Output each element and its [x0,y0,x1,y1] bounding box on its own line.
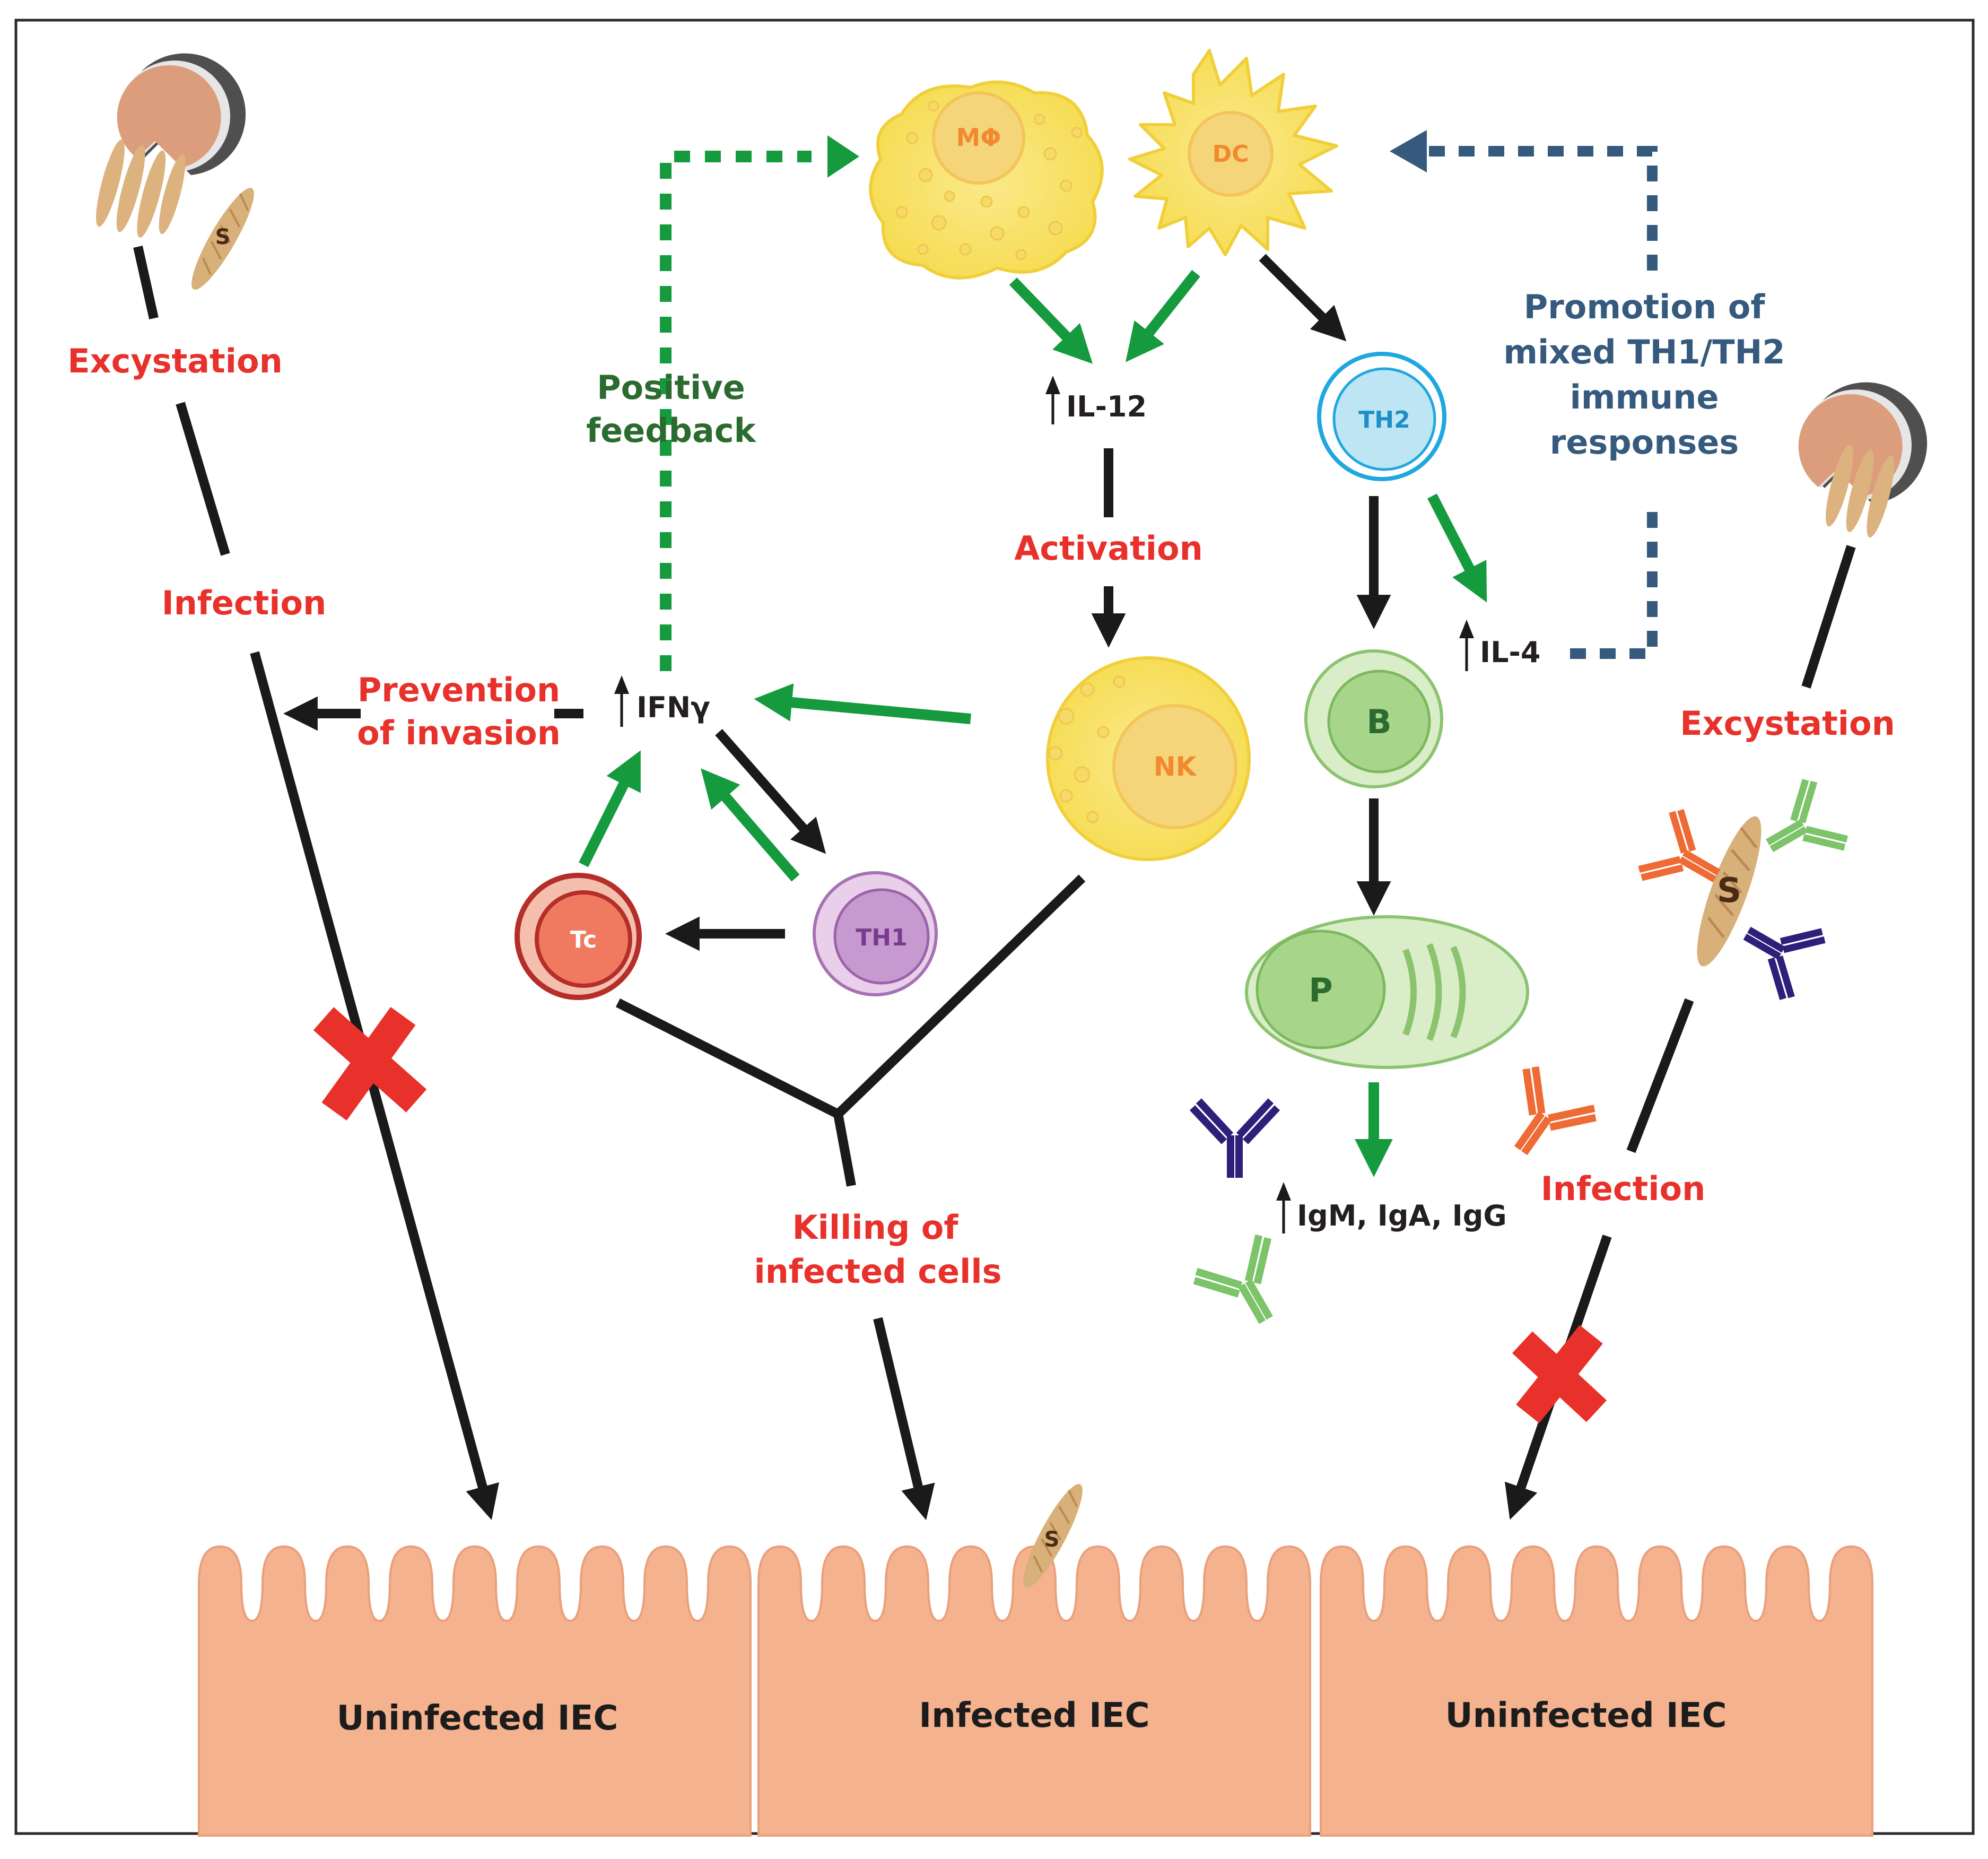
macrophage-cell: MΦ [869,80,1104,280]
dendritic-label: DC [1213,141,1249,168]
antibody-green-icon [1193,1234,1273,1324]
sporozoite-neutralised: S [1697,816,1762,967]
ifng-label: IFNγ [636,691,710,724]
th2-label: TH2 [1358,406,1410,433]
killing-label-2: infected cells [754,1252,1001,1291]
epithelium-left-label: Uninfected IEC [337,1699,618,1738]
ifng-to-th1-arrow [715,729,826,854]
tc-cell: Tc [515,873,642,1000]
tc-label: Tc [570,926,597,953]
promotion-label-2: mixed TH1/TH2 [1503,333,1785,371]
infection-right-label: Infection [1541,1169,1706,1208]
promotion-path-upper [1427,146,1658,271]
nk-label: NK [1154,751,1198,782]
positive-feedback-head [827,135,859,178]
nk-cell: NK [1046,656,1251,861]
sporozoite-infecting: S [1023,1484,1083,1588]
macrophage-label: MΦ [956,123,1001,152]
infection-left-label: Infection [162,584,327,622]
epithelium-middle-label: Infected IEC [919,1696,1149,1735]
promotion-path [1570,509,1658,659]
th1-cell: TH1 [813,871,938,996]
promotion-head [1390,130,1427,172]
epithelium-right-label: Uninfected IEC [1445,1696,1727,1735]
dc-to-il12-arrow [1126,270,1200,362]
prevention-label-2: of invasion [357,714,561,752]
oocyst-right-icon [1798,382,1928,538]
activation-label: Activation [1014,529,1203,568]
dc-to-th2-arrow [1259,254,1347,342]
blocked-x-left [313,1007,427,1120]
epithelium-left [198,1545,752,1837]
b-cell: B [1304,649,1443,788]
killing-stem [833,1113,856,1187]
epithelium-middle [757,1545,1311,1837]
promotion-label-4: responses [1550,423,1739,462]
excystation-right-label: Excystation [1680,704,1895,743]
th2-cell: TH2 [1317,352,1446,481]
b-label: B [1366,702,1391,741]
right-path-segment-2 [1626,998,1694,1153]
tc-to-ifng-arrow [579,750,641,867]
left-path-segment-2 [176,402,230,556]
epithelium-right [1320,1545,1873,1837]
macrophage-to-il12-arrow [1009,277,1093,364]
left-path-segment-1 [133,246,159,319]
antibody-bound-purple [1743,926,1826,1000]
promotion-label-1: Promotion of [1524,288,1766,326]
nk-to-ifng-arrow [754,683,971,724]
promotion-label-3: immune [1570,378,1719,416]
positive-feedback-label-1: Positive [597,368,745,407]
positive-feedback-label-2: feedback [586,411,756,450]
il4-label: IL-4 [1480,636,1541,669]
th1-label: TH1 [856,924,907,951]
th1-to-ifng-arrow [701,768,800,882]
prevention-label-1: Prevention [358,671,560,709]
killing-label-1: Killing of [792,1208,959,1247]
sporozoite-letter: S [1717,871,1741,910]
antibody-purple-icon [1189,1098,1280,1178]
dendritic-cell: DC [1128,49,1338,256]
right-path-segment-1 [1801,545,1856,689]
blocked-x-right [1512,1325,1607,1423]
plasma-label: P [1309,971,1332,1010]
excystation-left-label: Excystation [67,342,283,380]
il12-label: IL-12 [1066,390,1147,423]
antibody-bound-orange [1638,809,1721,883]
antibodies-label: IgM, IgA, IgG [1297,1199,1507,1232]
sporozoite-free-left: S [191,187,254,290]
killing-to-iec-arrow [873,1317,935,1521]
antibody-bound-green [1766,778,1849,853]
sporozoite-letter: S [215,225,231,249]
oocyst-left-icon [96,53,246,238]
plasma-cell: P [1245,915,1529,1069]
sporozoite-letter: S [1044,1527,1060,1552]
th2-to-il4-arrow [1427,493,1487,603]
antibody-orange-icon [1514,1066,1597,1156]
